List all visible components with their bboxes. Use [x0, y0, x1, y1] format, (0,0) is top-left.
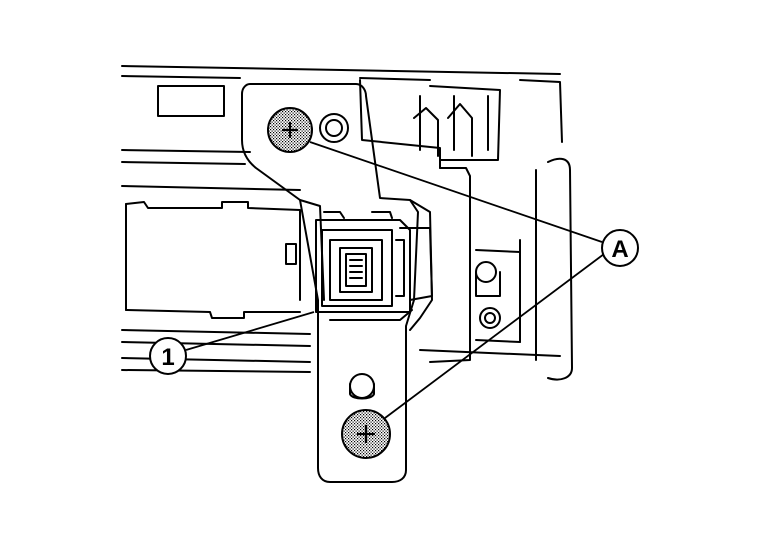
- callout-a-label: A: [611, 236, 628, 263]
- phillips-screw-icon: [267, 107, 313, 153]
- module-housing: [125, 201, 301, 319]
- dashboard-panel: [121, 65, 563, 373]
- side-frame: [429, 157, 573, 381]
- callout-1-label: 1: [161, 344, 174, 371]
- callout-a: A: [601, 229, 639, 267]
- callout-1: 1: [149, 337, 187, 375]
- leader-line-1: [185, 311, 315, 351]
- phillips-screw-icon: [341, 409, 391, 459]
- leader-line-a-lower: [384, 253, 605, 419]
- leader-line-a-upper: [309, 141, 603, 243]
- mounting-bracket: [241, 83, 433, 483]
- leader-lines: [185, 141, 605, 419]
- usb-connector: [315, 211, 433, 321]
